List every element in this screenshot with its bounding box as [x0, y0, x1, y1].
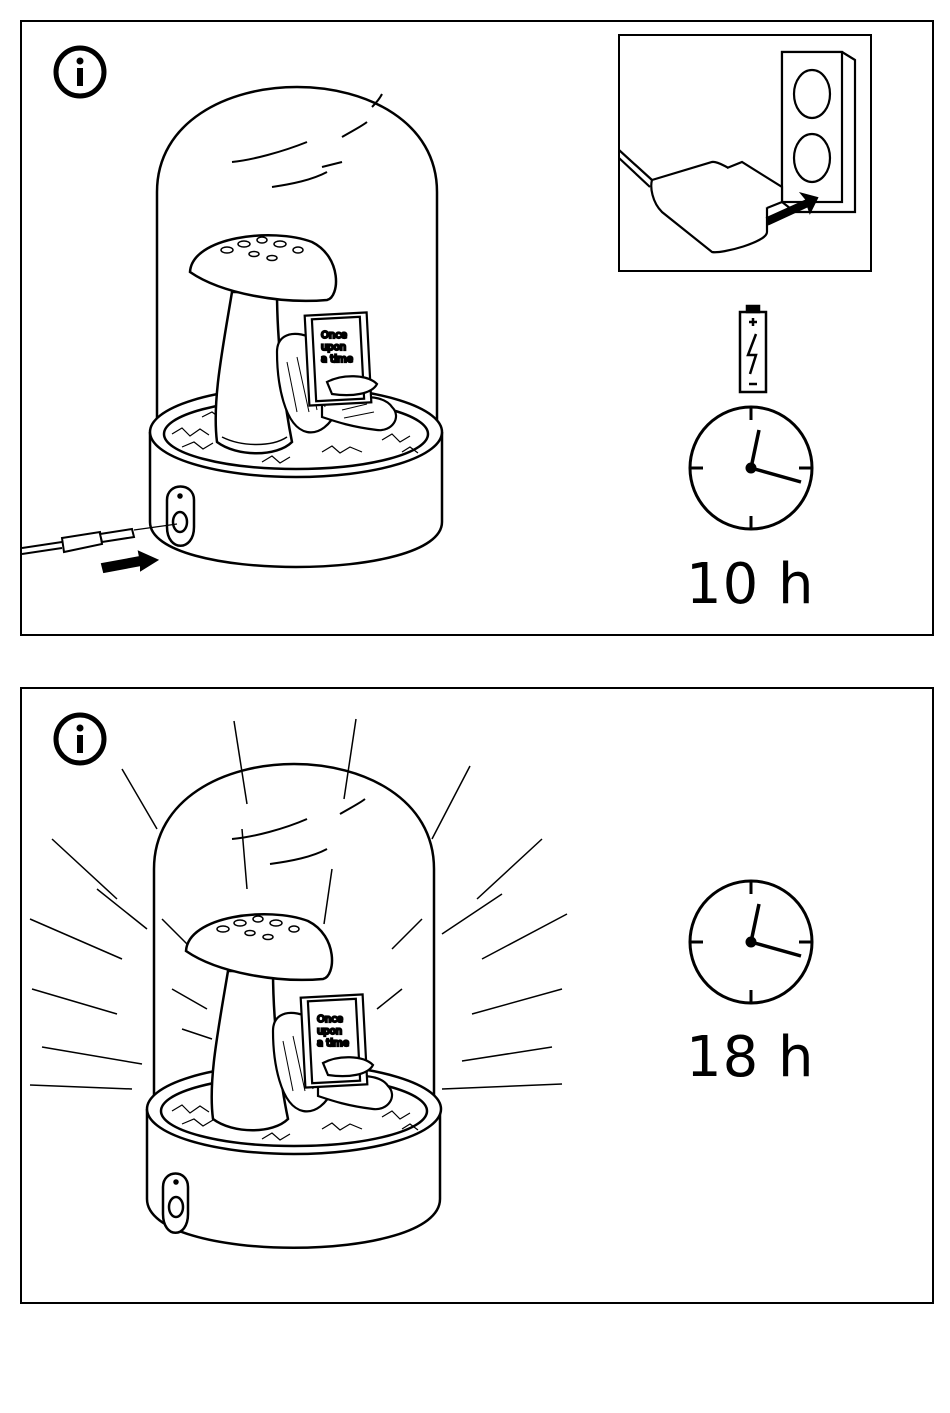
book-line-1: Once — [317, 1014, 343, 1025]
book-line-3: a time — [321, 354, 353, 365]
book-line-2: upon — [321, 342, 346, 353]
info-icon — [56, 48, 104, 96]
book-line-2: upon — [317, 1026, 342, 1037]
power-plug-icon — [619, 35, 871, 271]
lighting-illustration: Once upon a time — [22, 689, 932, 1302]
reading-animal-figure: Once upon a time — [277, 312, 396, 432]
battery-charging-icon — [740, 306, 766, 392]
lighting-duration: 18 h — [686, 1025, 815, 1090]
info-icon — [56, 715, 104, 763]
reading-animal-figure: Once upon a time — [273, 994, 392, 1111]
charging-panel: Once upon a time — [20, 20, 934, 636]
book-line-1: Once — [321, 330, 347, 341]
book-line-3: a time — [317, 1038, 349, 1049]
lighting-panel: Once upon a time 18 h — [20, 687, 934, 1304]
charging-illustration: Once upon a time — [22, 22, 932, 634]
clock-icon — [690, 407, 812, 529]
charging-duration: 10 h — [686, 552, 815, 617]
clock-icon — [690, 881, 812, 1003]
